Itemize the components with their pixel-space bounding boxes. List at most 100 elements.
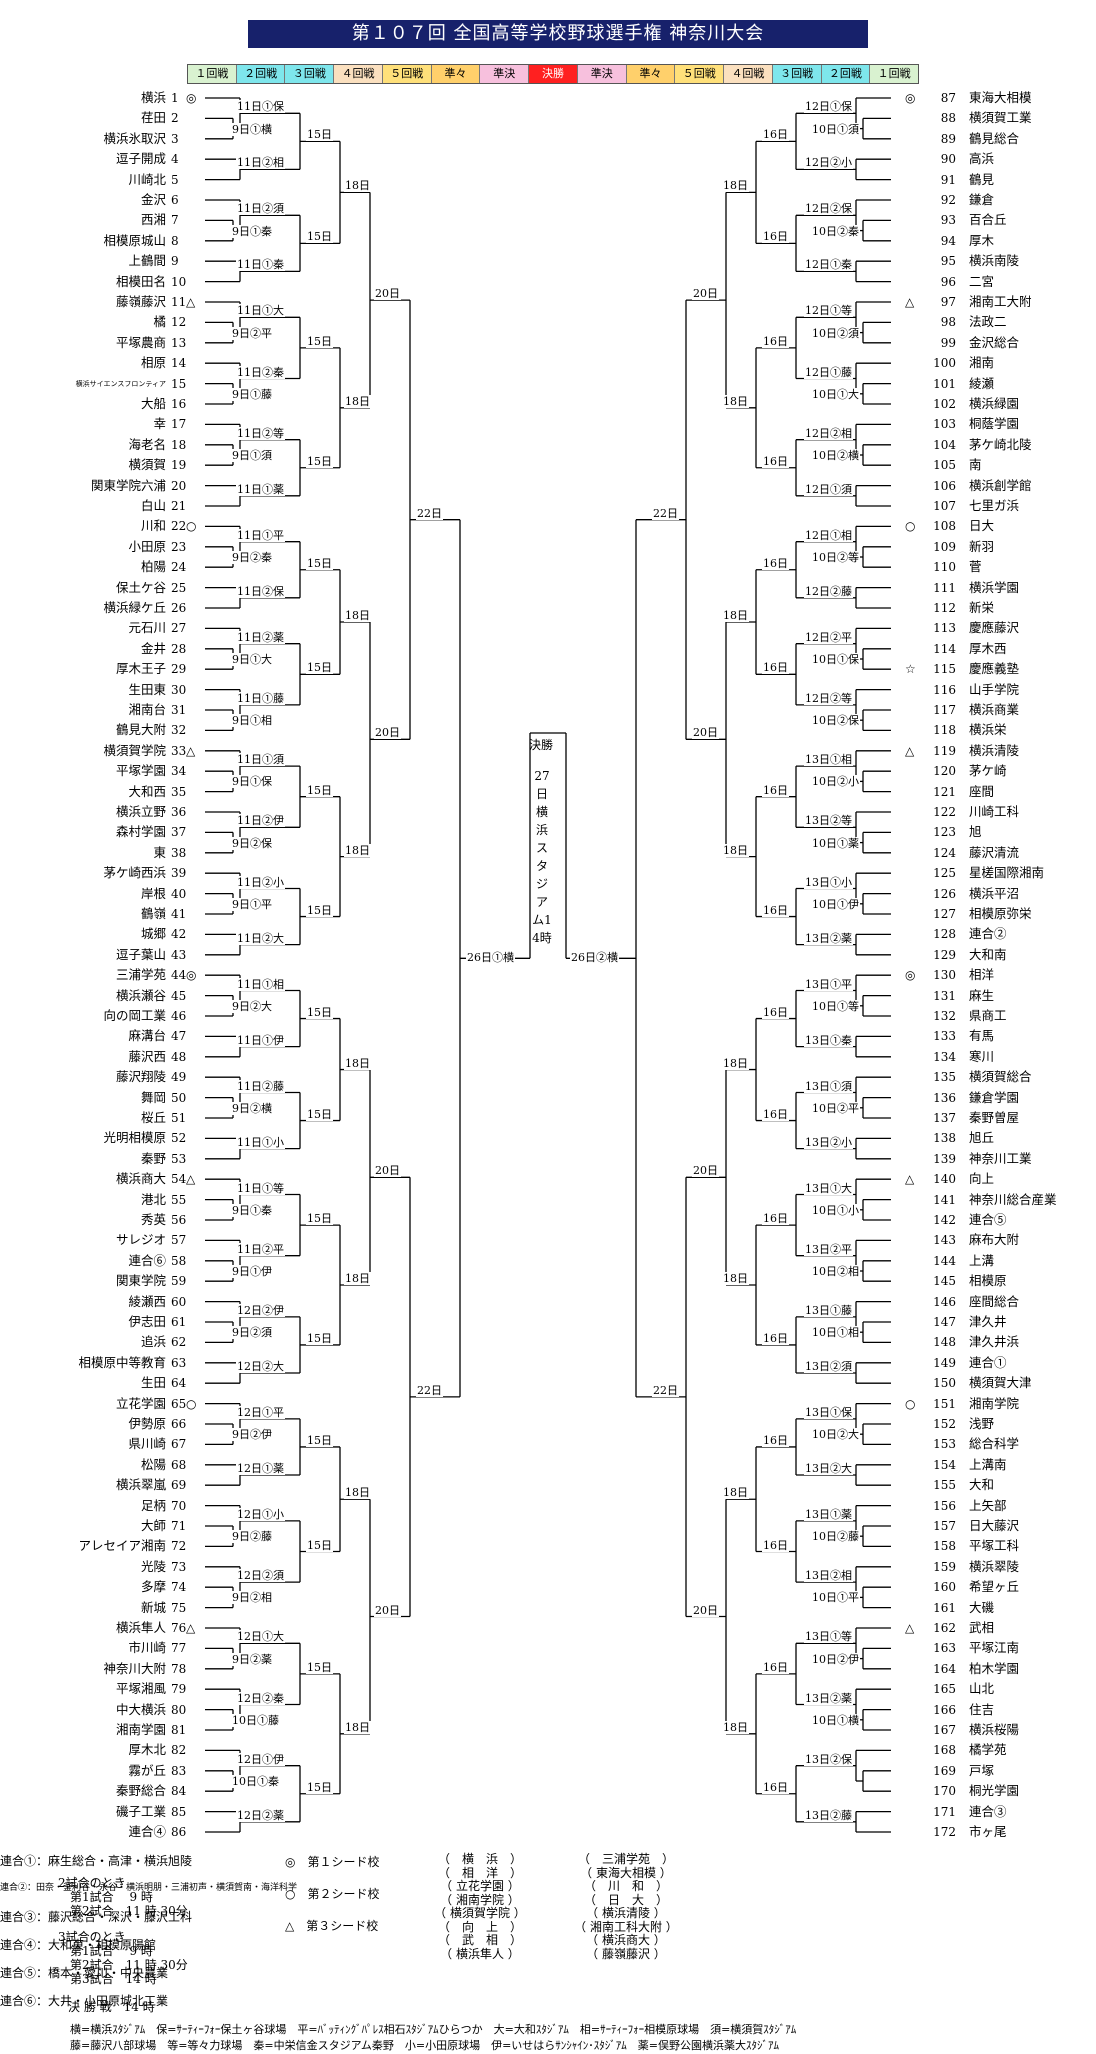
right-team-92: 鎌倉 xyxy=(969,192,995,207)
right-team-number-138: 138 xyxy=(933,1131,956,1146)
left-team-number-1: 1 xyxy=(171,91,179,105)
left-team-number-59: 59 xyxy=(171,1274,187,1289)
right-team-114: 厚木西 xyxy=(969,640,1007,656)
left-seed-mark-33: △ xyxy=(186,743,196,758)
left-team-number-80: 80 xyxy=(171,1702,187,1717)
left-team-32: 鶴見大附 xyxy=(115,722,166,738)
left-r1-label-22: 10日①秦 xyxy=(231,1775,280,1788)
left-team-number-75: 75 xyxy=(171,1600,187,1615)
right-team-number-171: 171 xyxy=(933,1804,956,1819)
right-team-158: 平塚工科 xyxy=(969,1538,1020,1554)
right-qf-label-1: 22日 xyxy=(652,506,679,520)
left-r2-label-6: 11日②秦 xyxy=(236,365,285,379)
seed-legend-2: ○ 第２シード校 xyxy=(285,1885,380,1902)
left-team-number-12: 12 xyxy=(171,315,187,330)
left-team-85: 磯子工業 xyxy=(115,1803,166,1819)
left-team-number-85: 85 xyxy=(171,1804,187,1819)
left-team-41: 鶴嶺 xyxy=(140,906,166,921)
left-r5-label-0: 20日 xyxy=(374,1164,401,1178)
left-team-number-5: 5 xyxy=(171,172,179,187)
left-team-number-51: 51 xyxy=(171,1111,187,1125)
seed-legend-1: ◎ 第１シード校 xyxy=(285,1853,380,1870)
left-team-number-54: 54 xyxy=(171,1172,187,1187)
right-r3-label: 16日 xyxy=(762,1212,789,1226)
left-r1-label-16: 9日②須 xyxy=(231,1326,273,1340)
seed-pair-1-b: （ 三浦学苑 ） xyxy=(577,1852,674,1866)
round-header-7: 準決 xyxy=(480,65,530,83)
left-r3-label: 15日 xyxy=(306,454,333,468)
right-r5-label-2: 20日 xyxy=(692,1603,719,1617)
seed-pair-3-b: （ 川 和 ） xyxy=(583,1879,668,1893)
right-r1-label-20: 10日②伊 xyxy=(811,1652,860,1666)
left-team-78: 神奈川大附 xyxy=(103,1660,166,1676)
right-r2-label-29: 13日①等 xyxy=(804,1630,853,1644)
left-r4-label: 18日 xyxy=(344,179,371,193)
right-team-88: 横須賀工業 xyxy=(969,110,1032,126)
left-r2-label-5: 11日①大 xyxy=(236,304,285,318)
right-team-132: 県商工 xyxy=(969,1008,1007,1023)
right-r4-label: 18日 xyxy=(722,179,749,193)
right-r2-label-4: 12日①秦 xyxy=(804,258,853,272)
left-team-31: 湘南台 xyxy=(128,702,166,717)
right-team-109: 新羽 xyxy=(969,538,995,554)
left-team-26: 横浜緑ケ丘 xyxy=(103,600,166,615)
left-team-59: 関東学院 xyxy=(115,1273,166,1289)
seed-2-symbol: ○ xyxy=(285,1887,296,1901)
right-team-172: 市ヶ尾 xyxy=(969,1824,1007,1839)
right-team-number-161: 161 xyxy=(933,1600,956,1615)
left-r3-label: 15日 xyxy=(306,1331,333,1345)
left-team-11: 藤嶺藤沢 xyxy=(115,294,166,309)
left-team-number-34: 34 xyxy=(171,764,187,779)
union-6: 連合⑥：大井・小田原城北工業 xyxy=(0,1994,169,2008)
right-r3-label: 16日 xyxy=(762,1107,789,1121)
left-r3-label: 15日 xyxy=(306,1780,333,1794)
right-team-112: 新栄 xyxy=(969,600,995,615)
left-team-54: 横浜商大 xyxy=(115,1171,166,1187)
right-team-number-95: 95 xyxy=(940,254,956,269)
right-seed-mark-115: ☆ xyxy=(905,662,916,677)
right-team-number-167: 167 xyxy=(933,1723,956,1737)
right-team-120: 茅ケ崎 xyxy=(969,763,1007,779)
left-team-number-64: 64 xyxy=(171,1376,187,1391)
right-team-117: 横浜商業 xyxy=(969,702,1020,717)
left-team-number-39: 39 xyxy=(171,866,187,881)
left-team-number-35: 35 xyxy=(171,784,187,799)
right-r4-label: 18日 xyxy=(722,1720,749,1734)
right-team-104: 茅ケ崎北陵 xyxy=(969,436,1032,452)
right-team-152: 浅野 xyxy=(969,1416,995,1431)
round-header-6: 準々 xyxy=(431,65,481,83)
left-team-number-11: 11 xyxy=(171,295,187,309)
right-r1-label-19: 10日①平 xyxy=(811,1591,860,1605)
right-team-number-166: 166 xyxy=(933,1702,956,1717)
left-seed-mark-11: △ xyxy=(186,295,196,309)
right-team-93: 百合丘 xyxy=(969,212,1007,228)
left-team-22: 川和 xyxy=(140,518,166,534)
round-header-9: 準決 xyxy=(577,65,627,83)
left-team-number-48: 48 xyxy=(171,1049,187,1064)
round-header-1: １回戦 xyxy=(188,65,237,83)
right-r2-label-8: 12日①須 xyxy=(804,482,853,496)
right-team-number-127: 127 xyxy=(933,907,956,921)
left-r2-label-11: 11日②薬 xyxy=(236,630,285,644)
right-team-135: 横須賀総合 xyxy=(969,1069,1032,1085)
right-r1-label-18: 10日②藤 xyxy=(811,1530,860,1544)
seed-1-label: 第１シード校 xyxy=(307,1855,380,1869)
left-team-number-71: 71 xyxy=(171,1519,187,1533)
right-team-94: 厚木 xyxy=(969,232,995,248)
left-team-30: 生田東 xyxy=(128,681,166,697)
left-team-number-7: 7 xyxy=(171,213,179,228)
right-team-number-116: 116 xyxy=(933,682,956,697)
left-team-number-61: 61 xyxy=(171,1315,187,1329)
left-team-47: 麻溝台 xyxy=(128,1028,166,1044)
left-r4-label: 18日 xyxy=(344,1720,371,1734)
left-team-number-30: 30 xyxy=(171,682,187,697)
right-team-number-112: 112 xyxy=(933,601,956,615)
left-team-number-23: 23 xyxy=(171,539,187,554)
left-seed-mark-1: ◎ xyxy=(186,91,197,105)
right-team-number-130: 130 xyxy=(933,968,956,983)
left-team-number-38: 38 xyxy=(171,845,187,860)
right-team-138: 旭丘 xyxy=(969,1130,995,1146)
left-team-number-26: 26 xyxy=(171,601,187,615)
left-team-39: 茅ケ崎西浜 xyxy=(103,865,166,881)
